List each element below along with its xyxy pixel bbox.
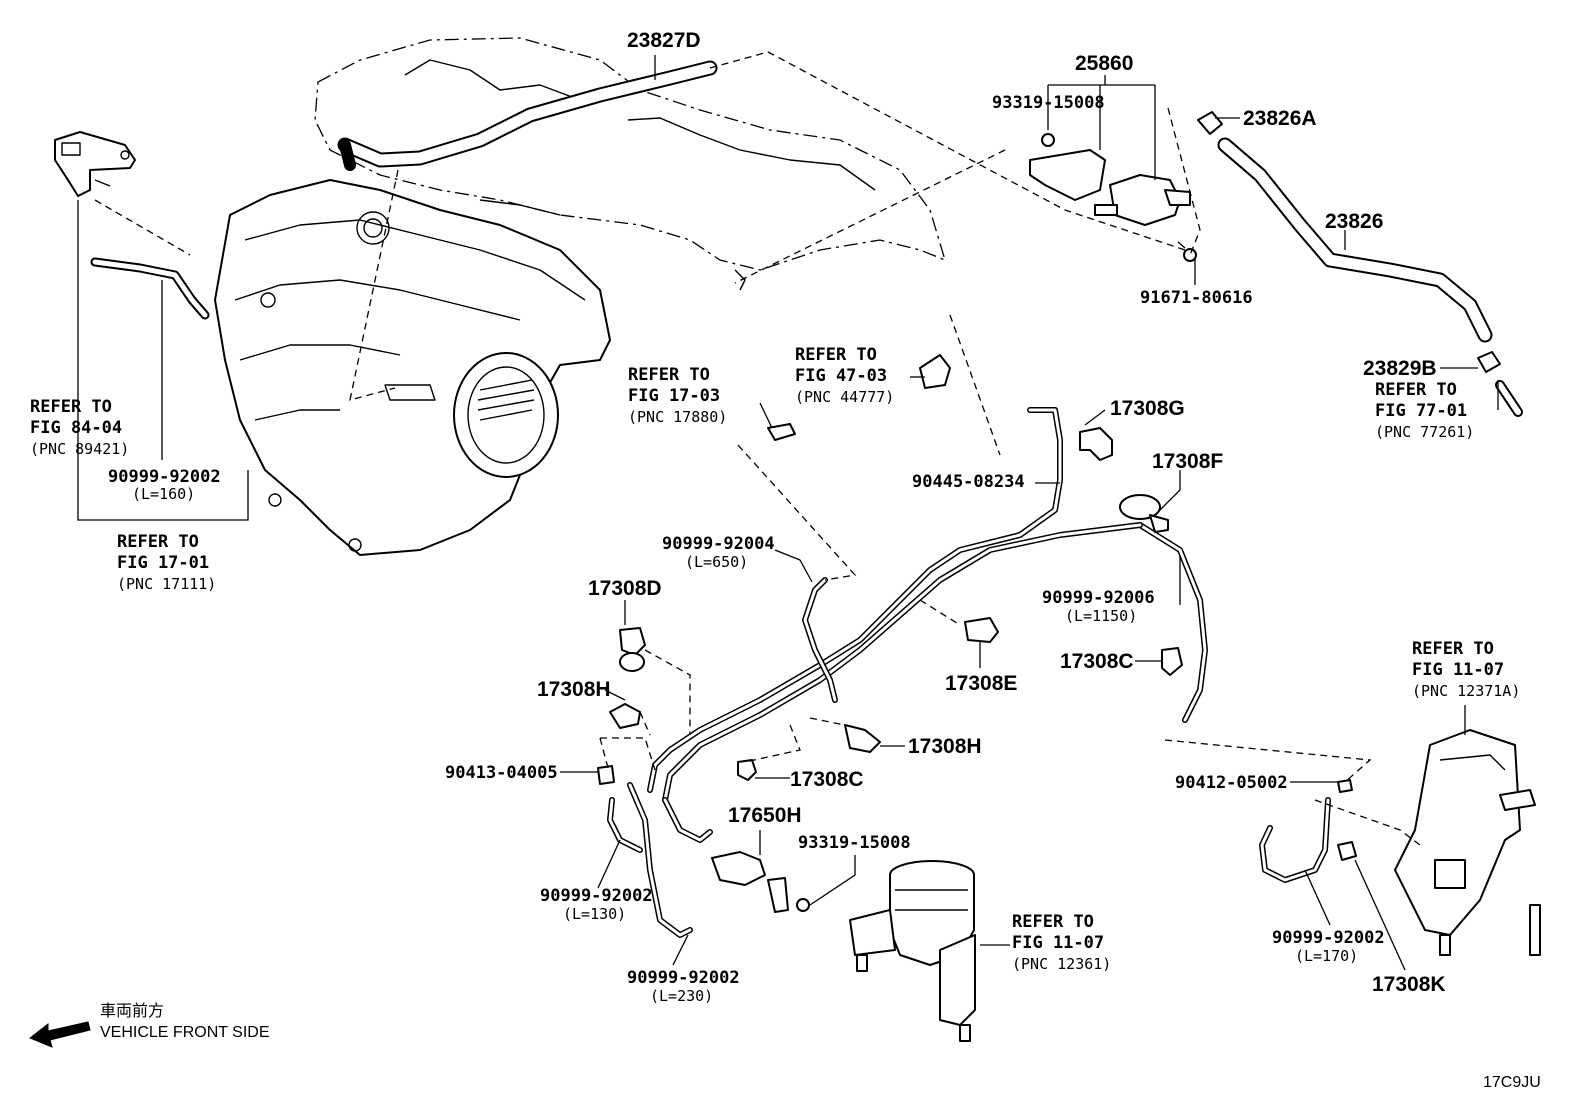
- vacuum-sensor-drawing: [54, 131, 136, 197]
- ref-84-04-refer: REFER TO: [30, 397, 112, 417]
- label-90999-92002-c: 90999-92002: [627, 968, 740, 988]
- orientation-jp: 車両前方: [100, 1002, 164, 1020]
- label-17308C-b: 17308C: [790, 768, 864, 791]
- ref-11-07-a-pnc: (PNC 12371A): [1412, 682, 1520, 700]
- label-17308D: 17308D: [588, 577, 662, 600]
- ref-17-01-refer: REFER TO: [117, 532, 199, 552]
- label-23827D: 23827D: [627, 29, 701, 52]
- label-90999-92004: 90999-92004: [662, 534, 775, 554]
- length-650: (L=650): [685, 553, 748, 571]
- ref-84-04-pnc: (PNC 89421): [30, 440, 129, 458]
- orientation-en: VEHICLE FRONT SIDE: [100, 1024, 270, 1041]
- label-90999-92002-d: 90999-92002: [1272, 928, 1385, 948]
- label-17308K: 17308K: [1372, 973, 1446, 996]
- ref-47-03-pnc: (PNC 44777): [795, 388, 894, 406]
- ref-17-01-pnc: (PNC 17111): [117, 575, 216, 593]
- label-25860: 25860: [1075, 52, 1133, 75]
- label-17308E: 17308E: [945, 672, 1017, 695]
- ref-84-04-fig: FIG 84-04: [30, 418, 122, 438]
- ref-11-07-a-fig: FIG 11-07: [1412, 660, 1504, 680]
- engine-mount-drawing: [849, 860, 976, 1042]
- label-90999-92002-a: 90999-92002: [108, 467, 221, 487]
- dashed-guide-lines: [94, 51, 1421, 846]
- length-160: (L=160): [132, 485, 195, 503]
- label-91671-80616: 91671-80616: [1140, 288, 1253, 308]
- leader-lines: [77, 55, 1499, 971]
- label-90999-92006: 90999-92006: [1042, 588, 1155, 608]
- label-90445-08234: 90445-08234: [912, 472, 1025, 492]
- ref-47-03-refer: REFER TO: [795, 345, 877, 365]
- part-labels: 23827D 25860 93319-15008 23826A 23826 91…: [108, 29, 1446, 1005]
- ref-77-01-fig: FIG 77-01: [1375, 401, 1467, 421]
- intake-manifold-drawing: [214, 179, 611, 556]
- length-230: (L=230): [650, 987, 713, 1005]
- label-90413-04005: 90413-04005: [445, 763, 558, 783]
- length-170: (L=170): [1295, 947, 1358, 965]
- engine-mount-right-drawing: [1394, 729, 1541, 956]
- orientation-caption: 車両前方 VEHICLE FRONT SIDE: [100, 1002, 270, 1041]
- diagram-code: 17C9JU: [1483, 1074, 1541, 1091]
- label-23826: 23826: [1325, 210, 1383, 233]
- hose-23827D-drawing: [337, 60, 718, 171]
- label-23826A: 23826A: [1243, 107, 1317, 130]
- ref-11-07-b-fig: FIG 11-07: [1012, 933, 1104, 953]
- label-90412-05002: 90412-05002: [1175, 773, 1288, 793]
- label-93319-15008-top: 93319-15008: [992, 93, 1105, 113]
- ref-77-01-pnc: (PNC 77261): [1375, 423, 1474, 441]
- clamp-parts-drawing: [597, 354, 1357, 913]
- ref-47-03-fig: FIG 47-03: [795, 366, 887, 386]
- length-1150: (L=1150): [1065, 607, 1137, 625]
- length-130: (L=130): [563, 905, 626, 923]
- label-93319-15008-bot: 93319-15008: [798, 833, 911, 853]
- label-17650H: 17650H: [728, 804, 802, 827]
- ref-17-03-refer: REFER TO: [628, 365, 710, 385]
- ref-77-01-refer: REFER TO: [1375, 380, 1457, 400]
- label-17308H-b: 17308H: [908, 735, 982, 758]
- label-17308F: 17308F: [1152, 450, 1223, 473]
- label-17308G: 17308G: [1110, 397, 1185, 420]
- front-direction-arrow: [29, 1021, 91, 1048]
- reference-labels: REFER TO FIG 84-04 (PNC 89421) REFER TO …: [30, 345, 1520, 973]
- label-23829B: 23829B: [1363, 357, 1437, 380]
- engine-outline-drawing: [314, 37, 947, 291]
- label-90999-92002-b: 90999-92002: [540, 886, 653, 906]
- vsv-25860-drawing: [1029, 133, 1197, 262]
- ref-17-03-fig: FIG 17-03: [628, 386, 720, 406]
- vacuum-tube-drawing: [607, 407, 1331, 938]
- label-17308H-a: 17308H: [537, 678, 611, 701]
- ref-11-07-b-pnc: (PNC 12361): [1012, 955, 1111, 973]
- ref-11-07-b-refer: REFER TO: [1012, 912, 1094, 932]
- hose-23826-drawing: [1197, 111, 1523, 417]
- ref-17-01-fig: FIG 17-01: [117, 553, 209, 573]
- ref-17-03-pnc: (PNC 17880): [628, 408, 727, 426]
- ref-11-07-a-refer: REFER TO: [1412, 639, 1494, 659]
- label-17308C-a: 17308C: [1060, 650, 1134, 673]
